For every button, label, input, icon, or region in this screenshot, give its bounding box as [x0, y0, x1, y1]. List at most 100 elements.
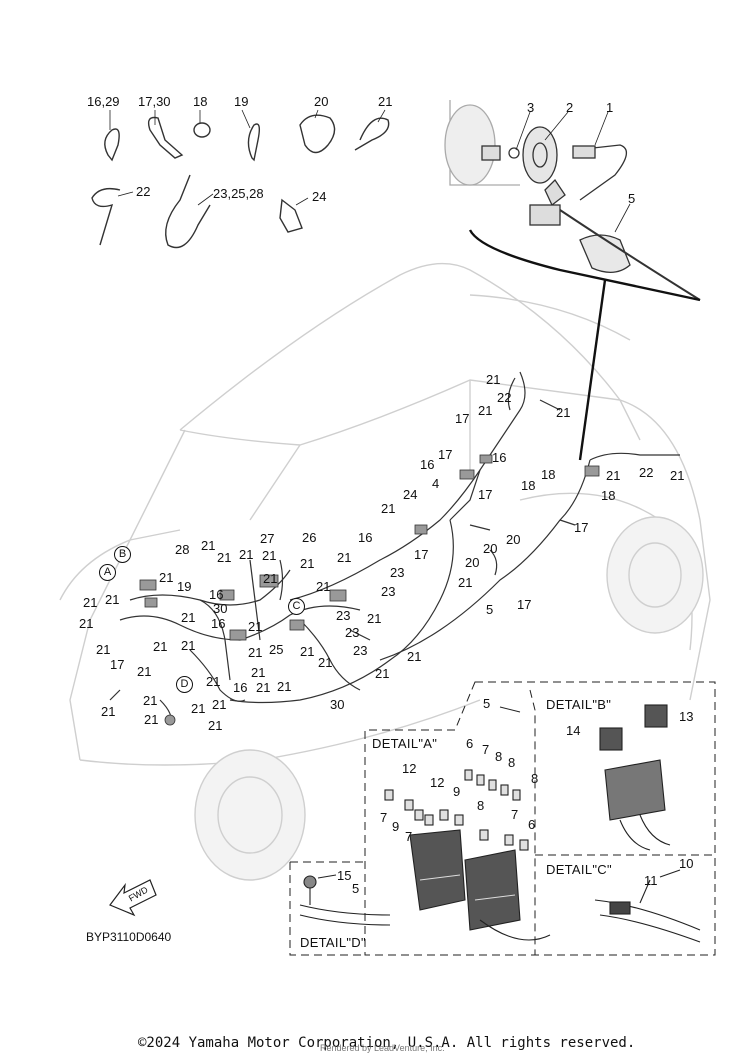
marker-c: C — [288, 598, 305, 615]
harness-callout: 5 — [486, 602, 494, 617]
callout-inset-1: 1 — [606, 100, 614, 115]
harness-callout: 21 — [251, 665, 266, 680]
harness-callout: 21 — [367, 611, 382, 626]
harness-callout: 21 — [256, 680, 271, 695]
harness-callout: 21 — [96, 642, 111, 657]
harness-callout: 16 — [211, 616, 226, 631]
harness-callout: 21 — [181, 610, 196, 625]
harness-callout: 20 — [465, 555, 480, 570]
harness-callout: 24 — [403, 487, 418, 502]
harness-callout: 22 — [639, 465, 654, 480]
callout-18: 18 — [193, 94, 208, 109]
detail-callout: 7 — [511, 807, 519, 822]
detail-callout: 7 — [380, 810, 388, 825]
fwd-arrow — [109, 879, 157, 917]
detail-c-band — [594, 869, 701, 943]
harness-callout: 22 — [497, 390, 512, 405]
callout-17-30: 17,30 — [138, 94, 171, 109]
harness-callout: 21 — [670, 468, 685, 483]
harness-callout: 21 — [300, 644, 315, 659]
clip-parts — [91, 114, 390, 249]
detail-callout: 6 — [528, 817, 536, 832]
vehicle-outline — [59, 262, 711, 881]
harness-callout: 17 — [478, 487, 493, 502]
detail-a-title: DETAIL"A" — [372, 736, 438, 751]
detail-b-relays — [599, 704, 671, 851]
harness-callout: 18 — [601, 488, 616, 503]
detail-d-bolt — [299, 874, 391, 926]
harness-callout: 16 — [233, 680, 248, 695]
harness-callout: 30 — [213, 601, 228, 616]
harness-callout: 23 — [353, 643, 368, 658]
harness-callout: 21 — [277, 679, 292, 694]
harness-callout: 4 — [432, 476, 440, 491]
harness-callout: 23 — [345, 625, 360, 640]
harness-callout: 21 — [316, 579, 331, 594]
detail-callout: 13 — [679, 709, 694, 724]
harness-callout: 17 — [574, 520, 589, 535]
harness-callout: 20 — [483, 541, 498, 556]
copyright-notice: ©2024 Yamaha Motor Corporation, U.S.A. A… — [138, 1035, 636, 1051]
wire-harness — [109, 371, 680, 726]
harness-callout: 23 — [390, 565, 405, 580]
harness-callout: 17 — [414, 547, 429, 562]
harness-callout: 17 — [438, 447, 453, 462]
harness-callout: 18 — [521, 478, 536, 493]
harness-callout: 21 — [208, 718, 223, 733]
detail-callout: 10 — [679, 856, 694, 871]
harness-callout: 21 — [212, 697, 227, 712]
harness-callout: 21 — [300, 556, 315, 571]
fuse-boxes — [384, 769, 551, 941]
marker-d: D — [176, 676, 193, 693]
harness-callout: 21 — [201, 538, 216, 553]
harness-callout: 21 — [79, 616, 94, 631]
detail-d-title: DETAIL"D" — [300, 935, 366, 950]
detail-b-title: DETAIL"B" — [546, 697, 612, 712]
callout-21: 21 — [378, 94, 393, 109]
harness-connectors — [139, 454, 600, 726]
detail-callout: 12 — [430, 775, 445, 790]
harness-callout: 21 — [206, 674, 221, 689]
harness-callout: 21 — [239, 547, 254, 562]
harness-callout: 18 — [541, 467, 556, 482]
callout-19: 19 — [234, 94, 249, 109]
callout-inset-5: 5 — [628, 191, 636, 206]
callout-16-29: 16,29 — [87, 94, 120, 109]
harness-callout: 21 — [191, 701, 206, 716]
harness-callout: 17 — [517, 597, 532, 612]
harness-callout: 21 — [159, 570, 174, 585]
harness-callout: 19 — [177, 579, 192, 594]
harness-callout: 21 — [83, 595, 98, 610]
harness-callout: 21 — [181, 638, 196, 653]
detail-callout: 11 — [644, 873, 658, 888]
harness-callout: 16 — [209, 587, 224, 602]
detail-callout: 8 — [477, 798, 485, 813]
harness-callout: 21 — [248, 619, 263, 634]
harness-callout: 17 — [110, 657, 125, 672]
harness-callout: 21 — [105, 592, 120, 607]
detail-callout: 5 — [352, 881, 360, 896]
harness-callout: 30 — [330, 697, 345, 712]
part-code: BYP3110D0640 — [86, 930, 172, 944]
harness-callout: 21 — [381, 501, 396, 516]
harness-callout: 23 — [381, 584, 396, 599]
harness-callout: 16 — [420, 457, 435, 472]
harness-callout: 21 — [217, 550, 232, 565]
harness-callout: 25 — [269, 642, 284, 657]
harness-callout: 23 — [336, 608, 351, 623]
detail-callout: 8 — [531, 771, 539, 786]
detail-callout: 9 — [392, 819, 400, 834]
callout-inset-2: 2 — [566, 100, 574, 115]
detail-callout: 14 — [566, 723, 581, 738]
detail-box — [289, 681, 716, 956]
harness-callout: 21 — [262, 548, 277, 563]
callout-22: 22 — [136, 184, 151, 199]
harness-callout: 21 — [478, 403, 493, 418]
harness-callout: 21 — [248, 645, 263, 660]
detail-callout: 12 — [402, 761, 417, 776]
harness-callout: 21 — [606, 468, 621, 483]
harness-callout: 16 — [358, 530, 373, 545]
harness-callout: 21 — [263, 571, 278, 586]
